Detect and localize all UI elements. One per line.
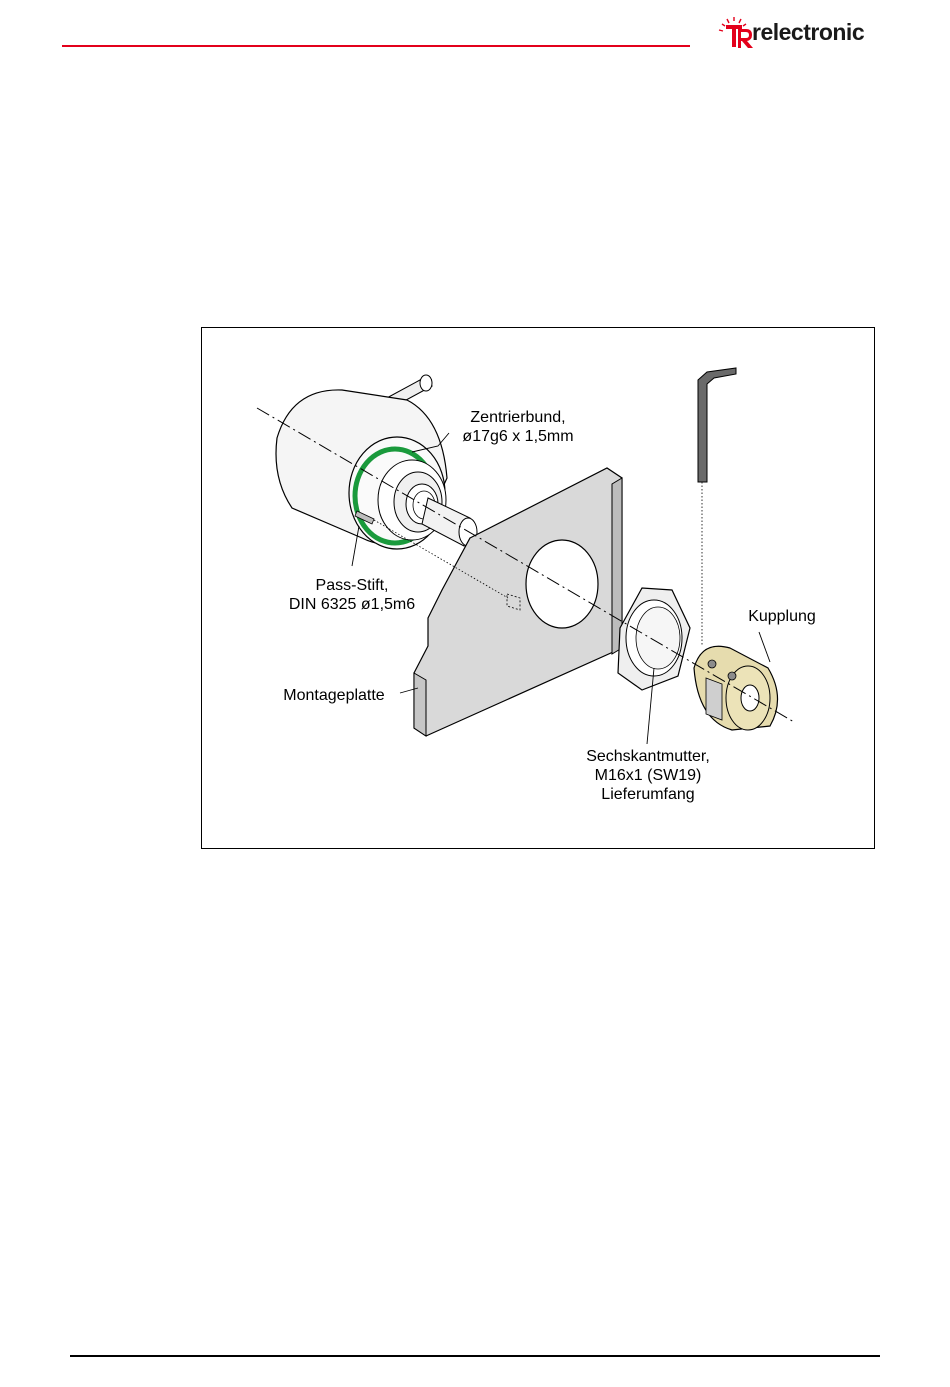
label-pass-stift-line-2: DIN 6325 ø1,5m6 — [272, 595, 432, 614]
label-montageplatte-text: Montageplatte — [272, 686, 396, 705]
label-sechskant-line-2: M16x1 (SW19) — [568, 766, 728, 785]
encoder-front-shaft — [422, 498, 477, 546]
label-pass-stift: Pass-Stift, DIN 6325 ø1,5m6 — [272, 576, 432, 614]
allen-key — [698, 368, 736, 646]
label-zentrierbund: Zentrierbund, ø17g6 x 1,5mm — [438, 408, 598, 446]
footer-rule — [70, 1355, 880, 1357]
hex-nut — [618, 588, 690, 690]
mounting-figure: Zentrierbund, ø17g6 x 1,5mm Pass-Stift, … — [201, 327, 875, 849]
label-kupplung-text: Kupplung — [732, 607, 832, 626]
label-montageplatte: Montageplatte — [272, 686, 396, 705]
logo-wordmark: relectronic — [752, 19, 864, 45]
label-sechskantmutter: Sechskantmutter, M16x1 (SW19) Lieferumfa… — [568, 747, 728, 804]
logo-mark-icon — [716, 14, 756, 50]
label-zentrierbund-line-2: ø17g6 x 1,5mm — [438, 427, 598, 446]
label-zentrierbund-line-1: Zentrierbund, — [438, 408, 598, 427]
label-sechskant-line-3: Lieferumfang — [568, 785, 728, 804]
tr-electronic-logo: relectronic — [716, 14, 876, 50]
label-pass-stift-line-1: Pass-Stift, — [272, 576, 432, 595]
header-rule — [62, 45, 690, 47]
label-sechskant-line-1: Sechskantmutter, — [568, 747, 728, 766]
label-kupplung: Kupplung — [732, 607, 832, 626]
